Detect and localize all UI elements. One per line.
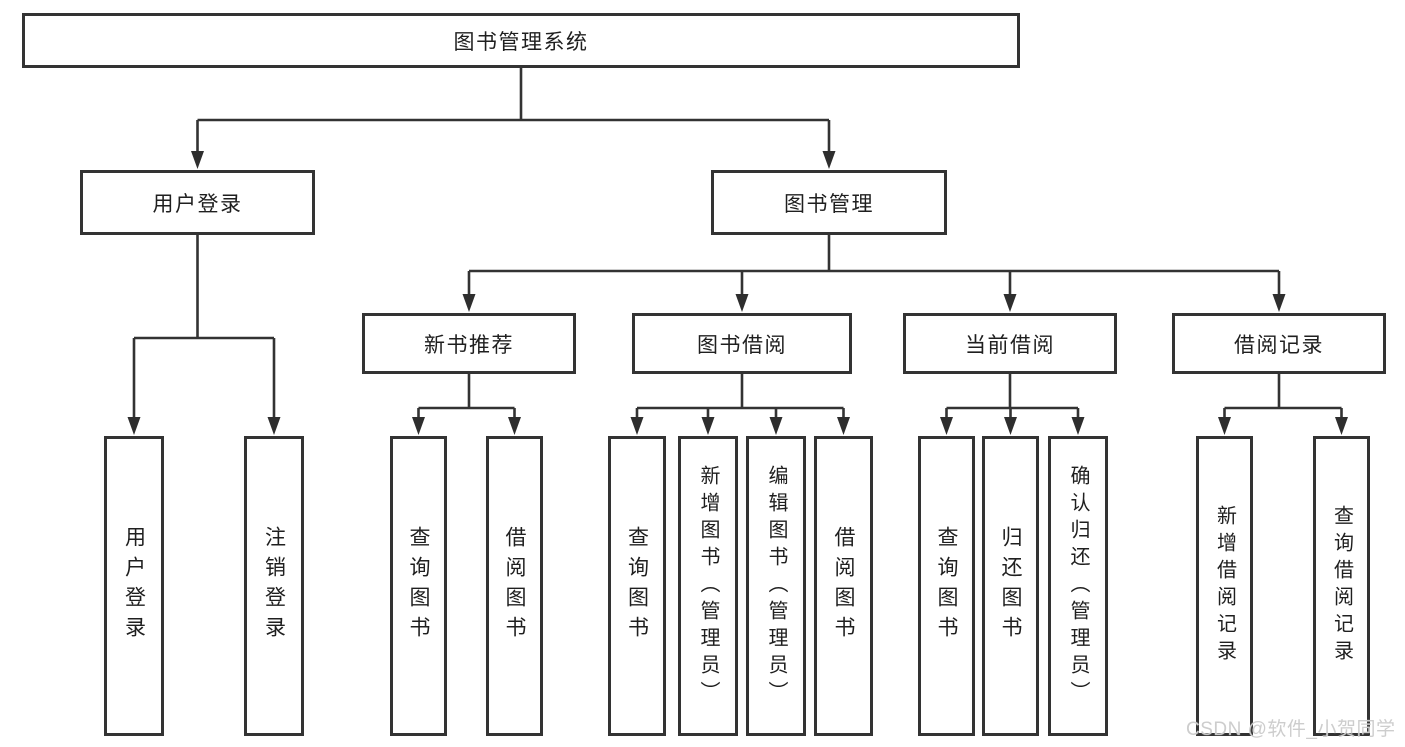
leaf-add-book-admin-label: 新增图书（管理员） [697,464,719,708]
leaf-query-book-borrow: 查询图书 [608,436,666,736]
leaf-query-book-recommend-label: 查询图书 [407,526,430,646]
node-current-borrow-label: 当前借阅 [965,333,1055,357]
leaf-return-book-label: 归还图书 [999,526,1022,646]
node-root-system-label: 图书管理系统 [453,30,589,54]
leaf-logout-login: 注销登录 [244,436,304,736]
leaf-edit-book-admin: 编辑图书（管理员） [746,436,806,736]
node-new-book-recommend: 新书推荐 [362,313,576,374]
node-book-borrow-label: 图书借阅 [697,333,787,357]
leaf-user-login: 用户登录 [104,436,164,736]
leaf-edit-book-admin-label: 编辑图书（管理员） [765,464,787,708]
csdn-watermark: CSDN @软件_小贺同学 [1186,719,1396,740]
node-borrow-record: 借阅记录 [1172,313,1386,374]
leaf-query-book-current-label: 查询图书 [935,526,958,646]
leaf-borrow-book-borrow: 借阅图书 [814,436,873,736]
leaf-add-book-admin: 新增图书（管理员） [678,436,738,736]
leaf-return-book: 归还图书 [982,436,1039,736]
node-book-management-label: 图书管理 [784,192,874,216]
node-current-borrow: 当前借阅 [903,313,1117,374]
leaf-query-borrow-record-label: 查询借阅记录 [1330,505,1353,667]
node-borrow-record-label: 借阅记录 [1234,333,1324,357]
node-user-login: 用户登录 [80,170,315,235]
node-book-borrow: 图书借阅 [632,313,852,374]
node-book-management: 图书管理 [711,170,947,235]
leaf-borrow-book-recommend-label: 借阅图书 [503,526,526,646]
leaf-borrow-book-borrow-label: 借阅图书 [832,526,855,646]
leaf-borrow-book-recommend: 借阅图书 [486,436,543,736]
leaf-add-borrow-record: 新增借阅记录 [1196,436,1253,736]
leaf-query-borrow-record: 查询借阅记录 [1313,436,1370,736]
node-user-login-label: 用户登录 [152,192,243,216]
leaf-query-book-current: 查询图书 [918,436,975,736]
node-new-book-recommend-label: 新书推荐 [424,333,514,357]
leaf-user-login-label: 用户登录 [122,526,146,646]
leaf-add-borrow-record-label: 新增借阅记录 [1213,505,1236,667]
leaf-query-book-borrow-label: 查询图书 [625,526,649,646]
leaf-confirm-return-admin-label: 确认归还（管理员） [1067,464,1089,708]
leaf-query-book-recommend: 查询图书 [390,436,447,736]
node-root-system: 图书管理系统 [22,13,1020,68]
leaf-confirm-return-admin: 确认归还（管理员） [1048,436,1108,736]
leaf-logout-login-label: 注销登录 [262,526,286,646]
